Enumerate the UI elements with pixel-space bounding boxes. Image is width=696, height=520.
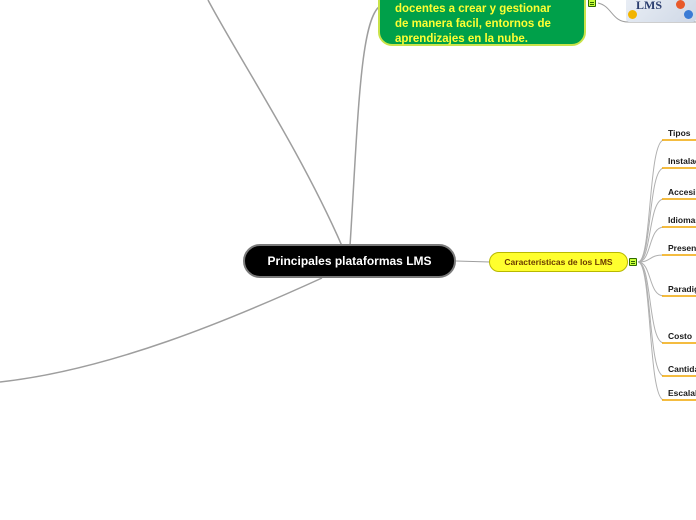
characteristic-connector — [637, 261, 665, 377]
characteristic-branches — [637, 139, 696, 401]
characteristic-connector — [637, 261, 665, 297]
characteristic-topic[interactable]: Costo — [668, 331, 693, 341]
characteristic-topic[interactable]: Escalabilidad — [668, 388, 696, 398]
characteristic-connector — [637, 254, 665, 263]
characteristic-connector — [637, 226, 665, 263]
central-topic[interactable]: Principales plataformas LMS — [243, 244, 456, 278]
image-decoration — [676, 0, 685, 9]
connector-to-characteristics — [455, 260, 491, 263]
characteristic-connector — [637, 167, 665, 263]
image-decoration — [684, 10, 693, 19]
characteristic-topic[interactable]: Presencia — [668, 243, 696, 253]
lms-image-logo: LMS — [636, 0, 663, 12]
characteristic-topic[interactable]: Paradigma — [668, 284, 696, 294]
lms-image: LMS — [626, 0, 696, 22]
characteristic-topic[interactable]: Accesibilidad — [668, 187, 696, 197]
central-topic-label: Principales plataformas LMS — [267, 254, 432, 268]
characteristics-topic[interactable]: Características de los LMS — [489, 252, 628, 272]
description-line: de manera facil, entornos de — [395, 18, 551, 30]
description-line: aprendizajes en la nube. — [395, 33, 528, 45]
characteristic-connector — [637, 261, 665, 401]
image-decoration — [628, 10, 637, 19]
characteristic-topic[interactable]: Idiomas — [668, 215, 696, 225]
note-icon[interactable] — [629, 258, 637, 266]
connector-upper-left — [207, 0, 343, 247]
connector-lower-left — [0, 277, 323, 383]
description-topic[interactable]: docentes a crear y gestionar de manera f… — [378, 0, 586, 46]
characteristic-topic[interactable]: Instalación — [668, 156, 696, 166]
characteristic-connector — [637, 139, 665, 263]
characteristic-topic[interactable]: Cantidad — [668, 364, 696, 374]
characteristics-topic-label: Características de los LMS — [504, 257, 613, 267]
note-icon[interactable] — [588, 0, 596, 7]
characteristic-topic[interactable]: Tipos — [668, 128, 691, 138]
connector-to-description — [349, 5, 381, 247]
description-line: docentes a crear y gestionar — [395, 3, 551, 15]
characteristic-connector — [637, 198, 665, 263]
